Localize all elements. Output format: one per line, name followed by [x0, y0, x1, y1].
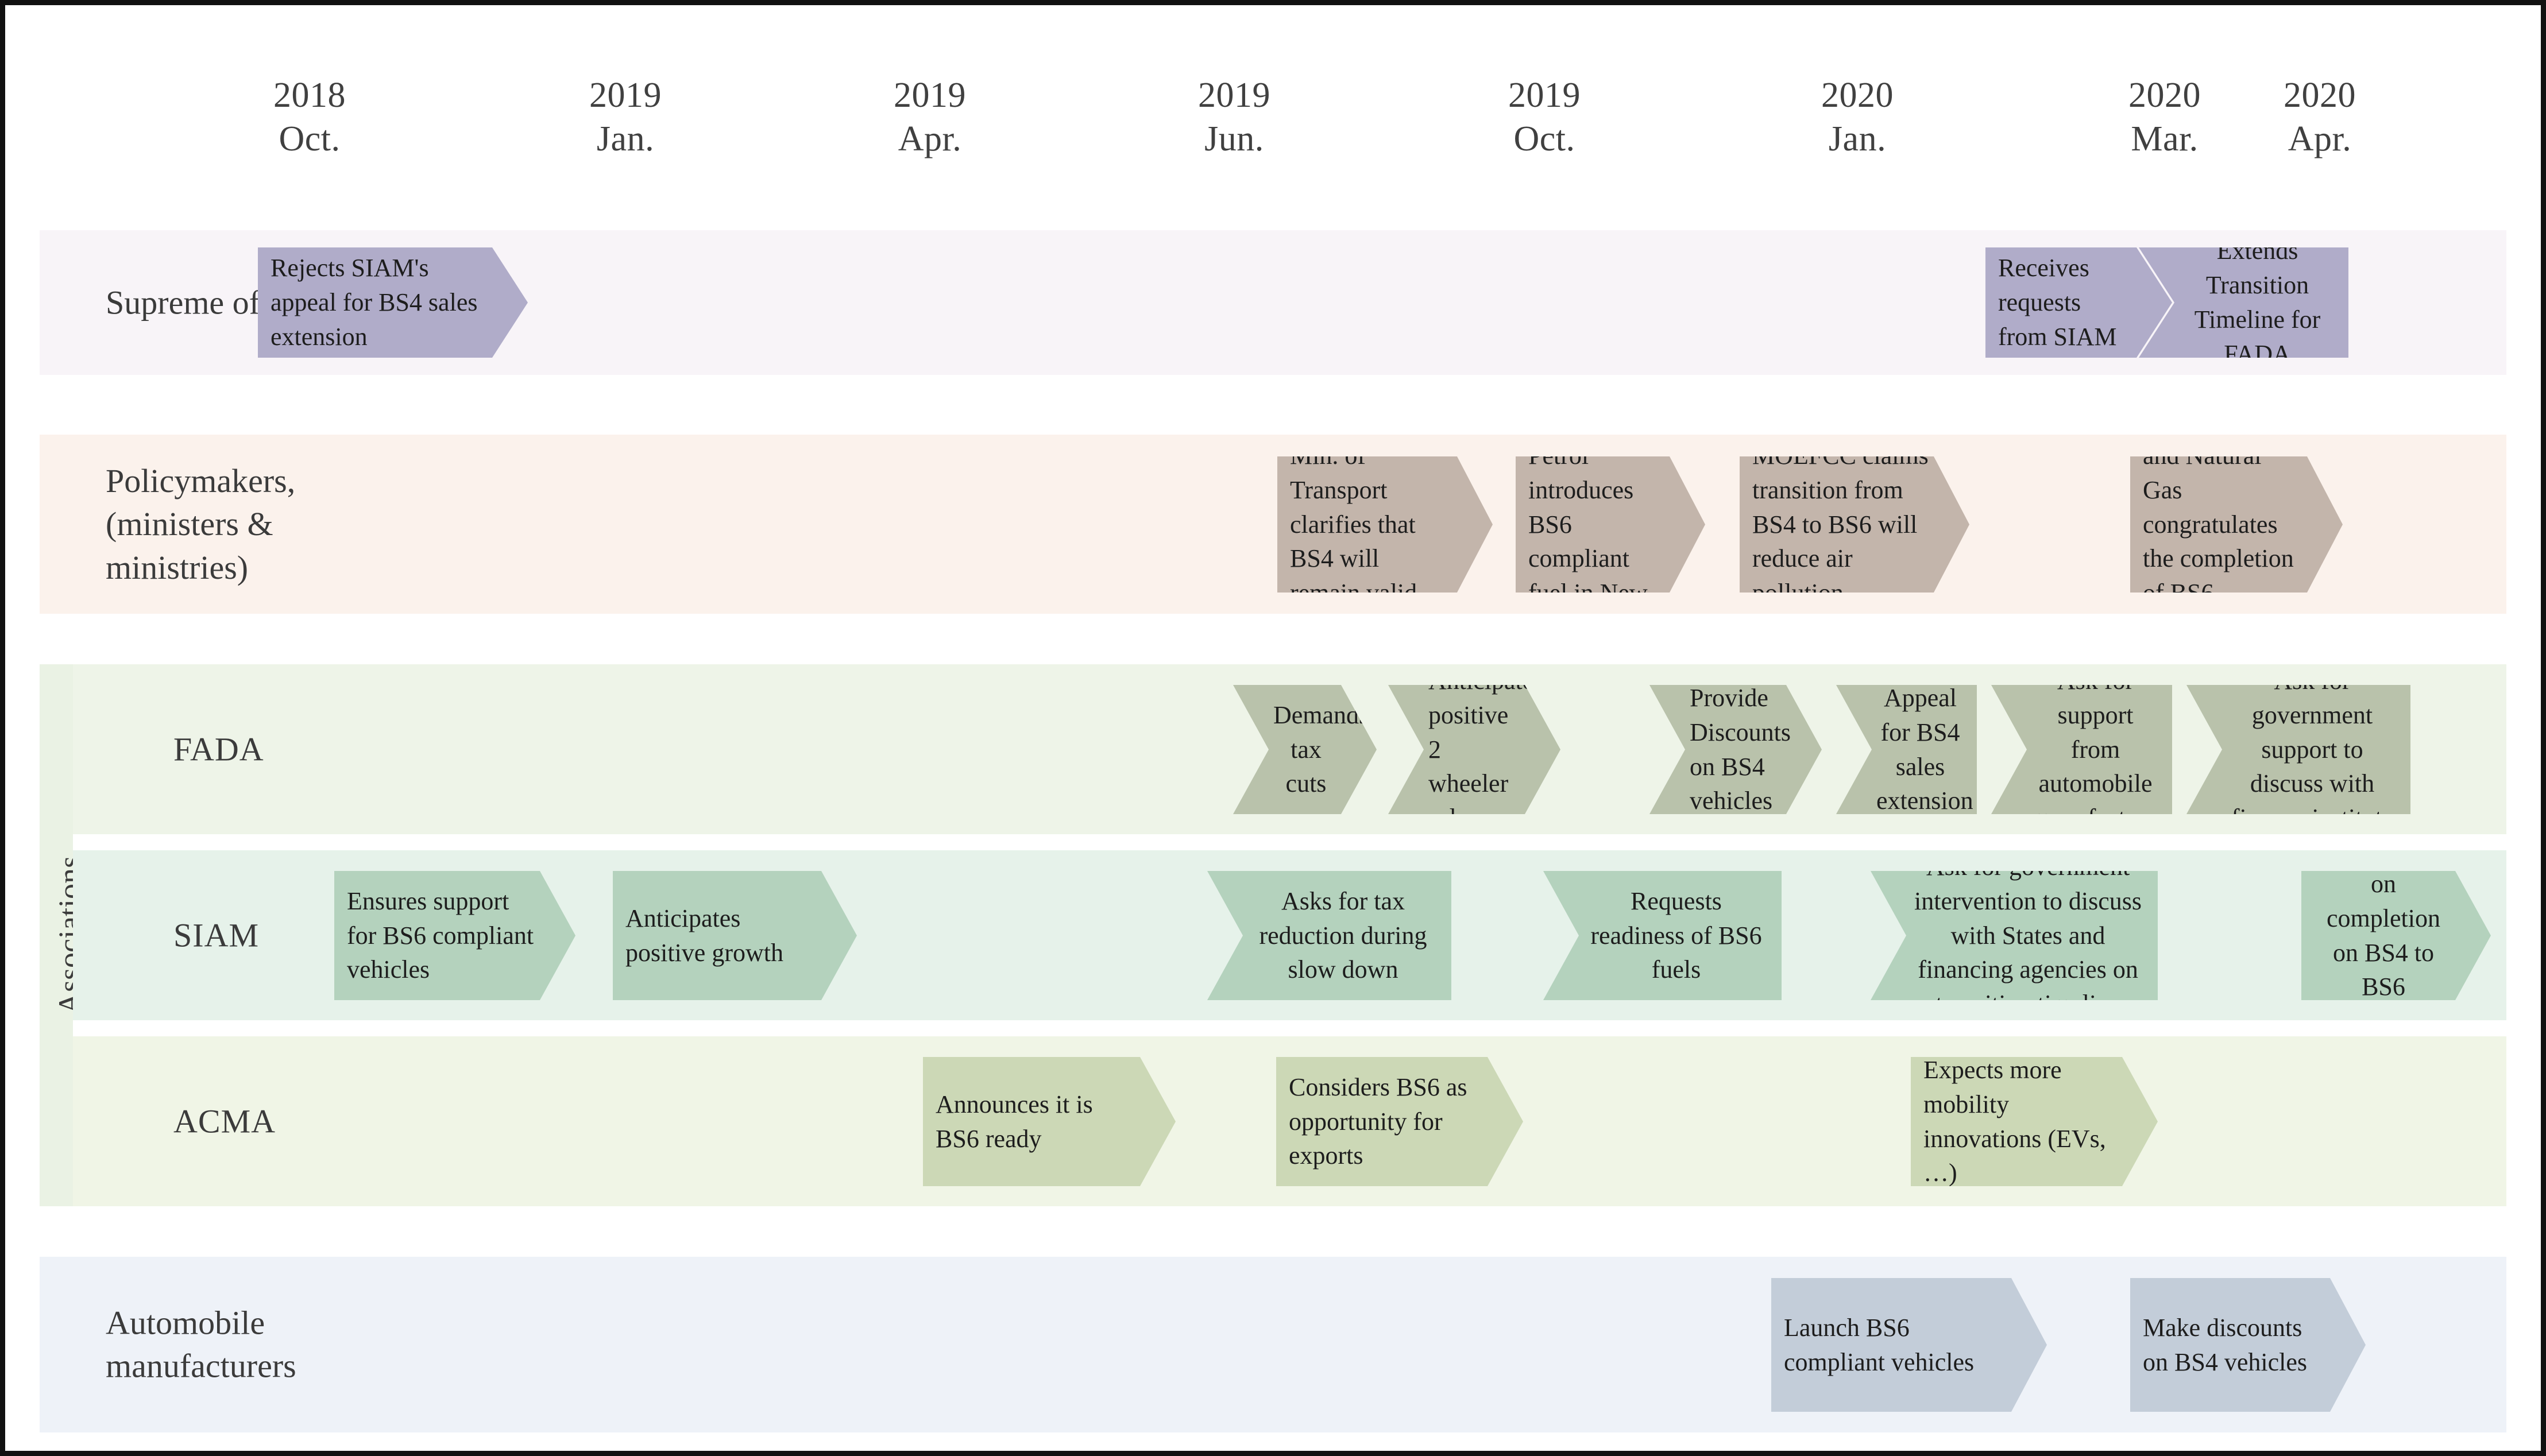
- event-arrow[interactable]: Launch BS6 compliant vehicles: [1771, 1278, 2047, 1412]
- axis-tick-year: 2019: [894, 76, 966, 115]
- axis-tick-year: 2019: [589, 76, 662, 115]
- event-arrow[interactable]: Ask for government intervention to discu…: [1871, 871, 2158, 1000]
- axis-tick-month: Jan.: [596, 119, 655, 158]
- row-label-fada: FADA: [173, 730, 264, 768]
- event-arrow[interactable]: Anticipates positive growth: [613, 871, 857, 1000]
- axis-tick-year: 2019: [1198, 76, 1270, 115]
- event-arrow-label: Expects more mobility innovations (EVs, …: [1923, 1055, 2106, 1187]
- event-arrow[interactable]: Congratulates on completion on BS4 to BS…: [2301, 871, 2491, 1000]
- event-arrow-label: Demands tax cuts: [1273, 700, 1369, 798]
- event-arrow-label: Provide Discounts on BS4 vehicles: [1690, 683, 1791, 815]
- event-arrow[interactable]: Ask for government support to discuss wi…: [2186, 685, 2410, 814]
- row-label-policymakers: Policymakers, (ministers & ministries): [106, 462, 296, 586]
- associations-gutter: Associations: [40, 664, 87, 1206]
- event-arrow[interactable]: Min. of Petrol introduces BS6 compliant …: [1516, 456, 1705, 593]
- axis-tick-month: Jun.: [1204, 119, 1264, 158]
- axis-tick-month: Apr.: [2288, 119, 2352, 158]
- event-arrow[interactable]: Rejects SIAM's appeal for BS4 sales exte…: [258, 247, 528, 358]
- event-arrow[interactable]: Make discounts on BS4 vehicles: [2130, 1278, 2366, 1412]
- axis-tick-month: Jan.: [1828, 119, 1887, 158]
- event-arrow-label: Receives requests from SIAM: [1998, 254, 2117, 351]
- event-arrow-label: Anticipates positive 2 wheeler sales: [1428, 666, 1544, 832]
- event-arrow-label: Min. of Petrol and Natural Gas congratul…: [2143, 407, 2294, 642]
- event-arrow-label: Announces it is BS6 ready: [936, 1090, 1093, 1153]
- event-arrow[interactable]: Ensures support for BS6 compliant vehicl…: [334, 871, 575, 1000]
- event-arrow-label: Rejects SIAM's appeal for BS4 sales exte…: [271, 254, 478, 351]
- axis-tick-month: Mar.: [2131, 119, 2199, 158]
- event-arrow-label: Extends Transition Timeline for FADA: [2194, 237, 2321, 368]
- axis-tick-month: Oct.: [279, 119, 341, 158]
- event-arrow[interactable]: Ask for support from automobile manufact…: [1991, 685, 2172, 814]
- event-arrow[interactable]: Anticipates positive 2 wheeler sales: [1388, 685, 1560, 814]
- event-arrow[interactable]: Considers BS6 as opportunity for exports: [1276, 1057, 1523, 1186]
- axis-tick-month: Apr.: [898, 119, 962, 158]
- event-arrow-label: Asks for tax reduction during slow down: [1259, 886, 1427, 984]
- row-supreme-court: Supreme of court Rejects SIAM's appeal f…: [40, 230, 2506, 375]
- row-label-acma: ACMA: [173, 1102, 276, 1140]
- event-arrow-label: Min. of Petrol introduces BS6 compliant …: [1528, 407, 1648, 642]
- axis-tick-year: 2019: [1508, 76, 1581, 115]
- event-arrow-label: Ensures support for BS6 compliant vehicl…: [347, 886, 534, 984]
- axis-tick-year: 2020: [2128, 76, 2201, 115]
- event-arrow[interactable]: Demands tax cuts: [1233, 685, 1377, 814]
- event-arrow[interactable]: Announces it is BS6 ready: [923, 1057, 1176, 1186]
- row-label-automobile-manufacturers: Automobile manufacturers: [106, 1304, 296, 1385]
- row-siam: SIAM Ensures support for BS6 compliant v…: [73, 850, 2506, 1020]
- axis-tick-year: 2020: [2284, 76, 2356, 115]
- event-arrow[interactable]: Receives requests from SIAM: [1985, 247, 2172, 358]
- event-arrow-label: Make discounts on BS4 vehicles: [2143, 1313, 2307, 1376]
- event-arrow-label: MOEFCC claims transition from BS4 to BS6…: [1752, 441, 1929, 607]
- row-automobile-manufacturers: Automobile manufacturers Launch BS6 comp…: [40, 1257, 2506, 1432]
- axis-tick-month: Oct.: [1513, 119, 1575, 158]
- event-arrow[interactable]: Provide Discounts on BS4 vehicles: [1649, 685, 1822, 814]
- row-label-siam: SIAM: [173, 916, 260, 954]
- event-arrow-label: Anticipates positive growth: [625, 904, 783, 967]
- event-arrow[interactable]: Appeal for BS4 sales extension: [1836, 685, 1977, 814]
- event-arrow-label: Ask for support from automobile manufact…: [2031, 666, 2166, 832]
- axis-tick-year: 2018: [273, 76, 346, 115]
- row-policymakers: Policymakers, (ministers & ministries) M…: [40, 435, 2506, 614]
- event-arrow-label: Launch BS6 compliant vehicles: [1784, 1313, 1975, 1376]
- event-arrow[interactable]: Expects more mobility innovations (EVs, …: [1911, 1057, 2158, 1186]
- event-arrow-label: Min. of Transport clarifies that BS4 wil…: [1290, 441, 1417, 607]
- event-arrow-label: Appeal for BS4 sales extension: [1876, 683, 1973, 815]
- event-arrow-label: Congratulates on completion on BS4 to BS…: [2314, 835, 2455, 1036]
- event-arrow-label: Ask for government support to discuss wi…: [2231, 666, 2394, 832]
- event-arrow-label: Requests readiness of BS6 fuels: [1590, 886, 1762, 984]
- event-arrow-label: Considers BS6 as opportunity for exports: [1289, 1072, 1467, 1170]
- row-acma: ACMA Announces it is BS6 ready Considers …: [73, 1036, 2506, 1206]
- event-arrow[interactable]: Requests readiness of BS6 fuels: [1543, 871, 1782, 1000]
- event-arrow[interactable]: MOEFCC claims transition from BS4 to BS6…: [1740, 456, 1969, 593]
- event-arrow[interactable]: Min. of Transport clarifies that BS4 wil…: [1277, 456, 1493, 593]
- axis-tick-year: 2020: [1821, 76, 1894, 115]
- event-arrow[interactable]: Asks for tax reduction during slow down: [1207, 871, 1451, 1000]
- event-arrow[interactable]: Min. of Petrol and Natural Gas congratul…: [2130, 456, 2343, 593]
- event-arrow-label: Ask for government intervention to discu…: [1914, 852, 2142, 1019]
